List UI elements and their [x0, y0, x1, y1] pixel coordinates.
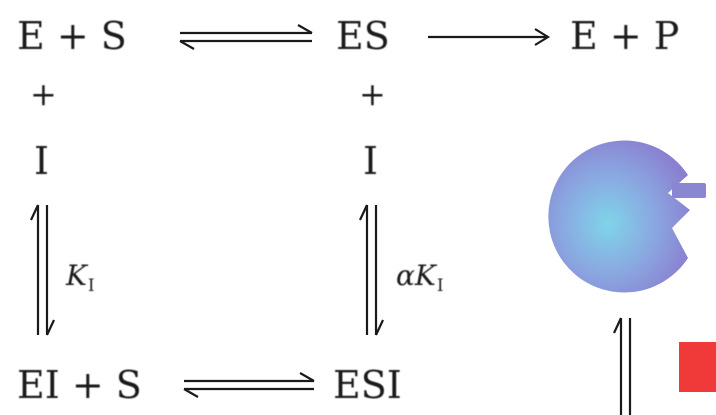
middle-vertical-equilibrium-arrow — [360, 205, 383, 335]
enzyme-icon — [548, 141, 706, 293]
inhibitor-middle: I — [363, 142, 378, 180]
top-equilibrium-arrow — [180, 25, 312, 49]
enzyme-substrate-complex: ES — [336, 17, 390, 55]
red-label-patch — [679, 342, 716, 392]
enzyme-substrate-reactants: E + S — [17, 17, 127, 55]
alpha-factor: α — [396, 259, 415, 292]
middle-dissociation-constant: αKI — [396, 262, 444, 295]
left-vertical-equilibrium-arrow — [31, 205, 54, 335]
enzyme-substrate-inhibitor-complex: ESI — [333, 366, 402, 404]
left-constant-symbol: K — [66, 259, 87, 292]
right-vertical-arrow — [614, 318, 630, 415]
bottom-equilibrium-arrow — [184, 373, 314, 397]
product-arrow — [428, 29, 548, 45]
middle-constant-symbol: K — [415, 259, 436, 292]
inhibitor-left: I — [34, 142, 49, 180]
enzyme-product: E + P — [570, 17, 679, 55]
plus-middle: + — [359, 78, 386, 110]
left-constant-subscript: I — [88, 276, 95, 296]
plus-left: + — [30, 78, 57, 110]
enzyme-inhibitor-complex-plus-substrate: EI + S — [17, 366, 142, 404]
middle-constant-subscript: I — [437, 276, 444, 296]
left-dissociation-constant: KI — [66, 262, 95, 295]
